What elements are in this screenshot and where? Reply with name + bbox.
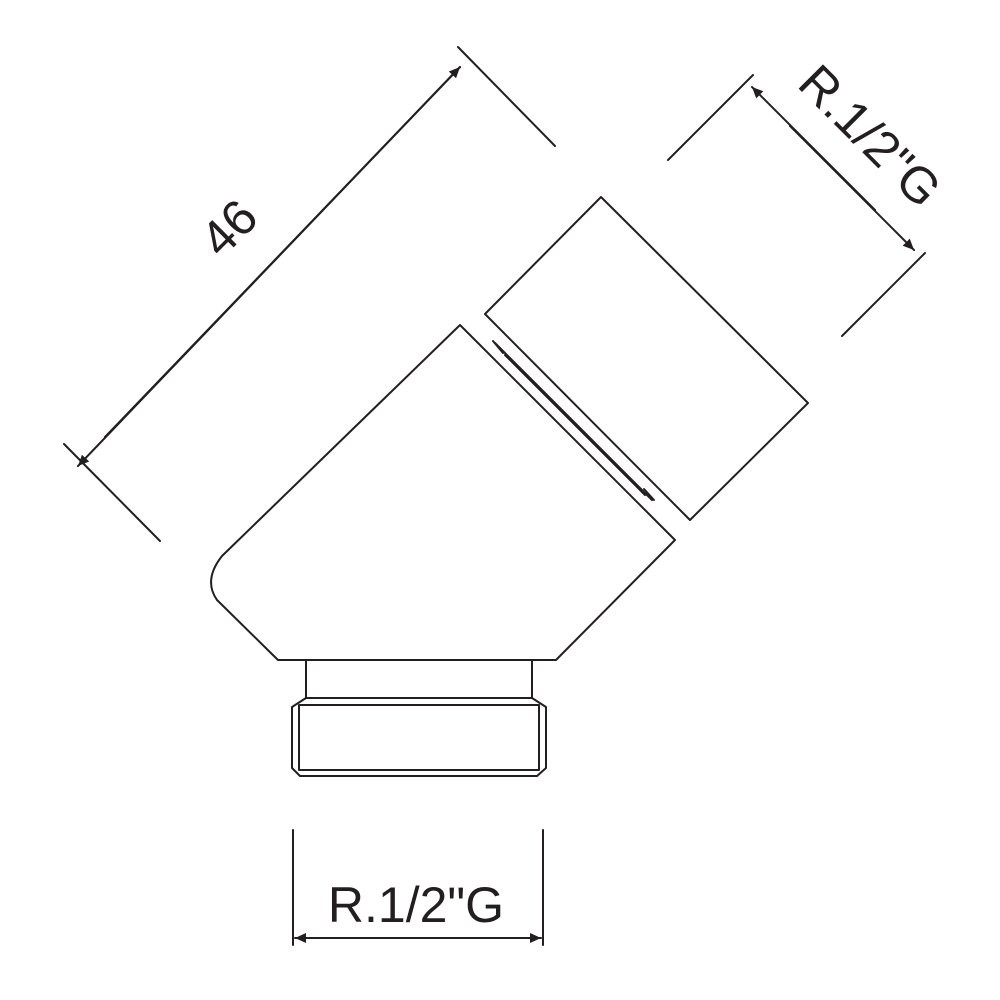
bottom-hex-nut [291,697,547,777]
elbow-body [210,324,676,661]
dimension-top-thread [667,74,926,337]
bottom-thread-label: R.1/2"G [328,877,504,933]
dimension-length [63,46,556,542]
joint-connector [492,340,655,501]
dimension-bottom-thread [292,829,544,946]
top-thread-label: R.1/2"G [788,54,952,218]
body-neck [305,659,533,699]
length-label: 46 [190,189,269,268]
upper-cylinder [484,196,809,521]
